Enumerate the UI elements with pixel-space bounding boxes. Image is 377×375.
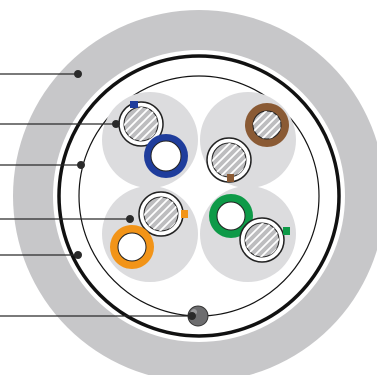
orange-pair [110,191,188,269]
pair-insulation-callout [0,120,120,128]
green-wire [209,194,253,238]
green-white-wire [239,217,290,263]
brown-wire [245,103,289,147]
foil-pair-callout [0,215,134,223]
outer-shield-ring [57,54,341,338]
blue-wire [144,134,188,178]
brown-white-wire [206,137,252,183]
callout-leaders [0,70,196,320]
blue-white-wire [118,101,164,147]
jacket-inner-area [53,50,345,342]
orange-wire [110,225,154,269]
brown-pair [206,103,289,183]
outer-shield-callout [0,251,82,259]
orange-white-wire [138,191,188,237]
blue-pair [118,101,188,178]
jacket-callout [0,70,82,78]
green-pair [209,194,290,263]
braid-shield-callout [0,161,85,169]
drain-wire-callout [0,312,196,320]
